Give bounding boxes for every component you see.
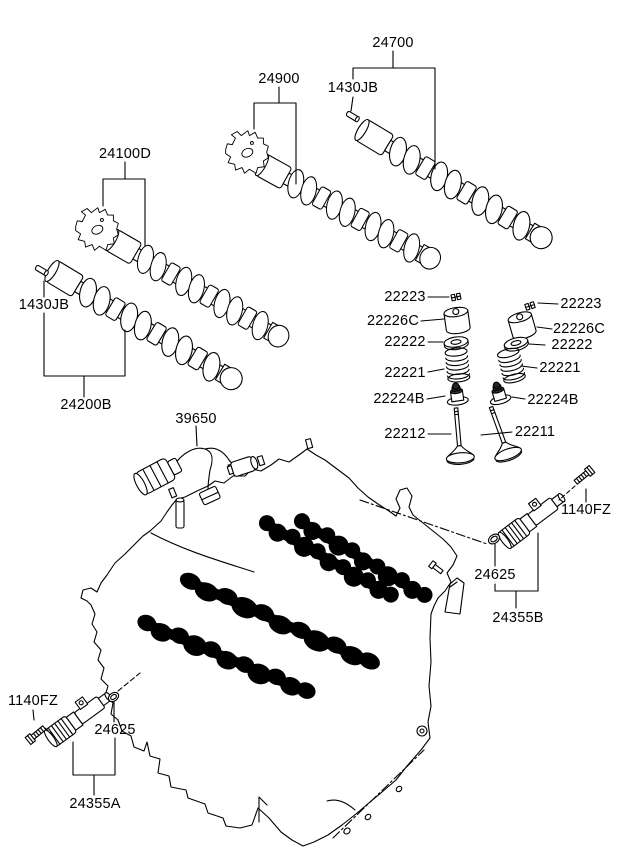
part-label-24700: 24700 <box>372 34 414 51</box>
leaders-left-column <box>420 296 452 435</box>
part-label-24625-left: 24625 <box>94 721 136 738</box>
camshaft-24200b-drawing <box>40 255 249 398</box>
bracket-24700 <box>350 50 436 170</box>
part-label-22211: 22211 <box>514 423 556 440</box>
valve-keeper-right <box>524 301 536 311</box>
part-label-24200b: 24200B <box>60 396 112 413</box>
stem-seal-right <box>484 378 513 408</box>
part-label-24625-right: 24625 <box>474 566 516 583</box>
exhaust-valve-22212 <box>441 406 476 467</box>
engine-block-outline <box>80 448 458 847</box>
part-label-24355b: 24355B <box>492 609 544 626</box>
engine-side-hole <box>416 725 428 737</box>
bracket-24100d <box>102 161 146 247</box>
dowel-pin-left <box>34 264 50 277</box>
part-label-1140fz-left: 1140FZ <box>7 692 59 709</box>
flange-bolt-hole <box>364 813 372 821</box>
part-label-22223-left: 22223 <box>384 288 426 305</box>
bolt-1140fz-right <box>572 464 596 487</box>
part-label-22212: 22212 <box>384 425 426 442</box>
cvvt-sprocket-24900 <box>225 130 269 174</box>
oil-control-valve-24355b <box>492 483 570 551</box>
leaders-right-column <box>480 302 559 436</box>
flange-bolt-hole <box>395 785 403 793</box>
spring-retainer-right <box>502 334 531 354</box>
part-label-22223-right: 22223 <box>560 295 602 312</box>
stem-seal-left <box>444 380 470 407</box>
ocv-mount-bolt <box>428 560 444 575</box>
dash-install-line-left <box>117 672 141 692</box>
part-label-22222-left: 22222 <box>384 333 426 350</box>
engine-inner-ridge <box>150 532 255 573</box>
valve-tappet-right <box>506 309 538 342</box>
harness-connector-round <box>226 456 259 477</box>
bracket-24355a <box>32 701 116 796</box>
part-label-22224b-left: 22224B <box>373 390 425 407</box>
dowel-pin-top <box>345 110 361 123</box>
harness-connector-large <box>133 457 183 496</box>
engine-oil-pipe <box>175 497 185 529</box>
dash-bolt-line-left <box>44 727 54 736</box>
dash-install-line-right <box>359 499 488 545</box>
ocv-mount-bracket-line <box>449 581 458 588</box>
oring-24625-left <box>107 691 120 703</box>
engine-stud <box>168 487 178 499</box>
part-label-22222-right: 22222 <box>551 336 593 353</box>
engine-side-hole-inner <box>419 728 425 734</box>
installed-camshaft-silhouette <box>287 508 437 611</box>
part-label-24100d: 24100D <box>99 145 151 162</box>
cvvt-sprocket-24100d <box>75 207 119 251</box>
bracket-24900 <box>253 86 297 185</box>
oring-24625-right <box>487 533 501 545</box>
engine-inner-bottom <box>326 799 356 811</box>
part-label-24355a: 24355A <box>69 795 121 812</box>
valve-spring-left <box>444 346 471 384</box>
part-label-24900: 24900 <box>258 70 300 87</box>
engine-stud <box>304 438 314 450</box>
dash-bolt-line-right <box>558 485 576 501</box>
part-label-1430jb-top: 1430JB <box>327 79 379 96</box>
flange-bolt-hole <box>343 827 351 835</box>
part-label-39650: 39650 <box>175 410 217 427</box>
part-label-1430jb-left: 1430JB <box>18 296 70 313</box>
engine-pan-notch <box>258 796 268 823</box>
part-label-22221-left: 22221 <box>384 364 426 381</box>
bolt-1140fz-left <box>24 723 48 746</box>
part-label-22221-right: 22221 <box>539 359 581 376</box>
valve-tappet-left <box>442 305 472 336</box>
part-label-22224b-right: 22224B <box>527 391 579 408</box>
harness-connector-small <box>198 485 221 506</box>
part-label-22226c-right: 22226C <box>553 320 605 337</box>
valve-keeper-left <box>450 292 462 302</box>
leader-39650 <box>195 425 198 447</box>
part-label-1140fz-right: 1140FZ <box>560 501 612 518</box>
engine-flange-dashline <box>332 749 425 839</box>
engine-stud <box>256 455 266 467</box>
part-label-22226c-left: 22226C <box>367 312 419 329</box>
bracket-24355b <box>494 488 587 609</box>
bracket-24200b <box>43 280 126 398</box>
camshaft-24100d-drawing <box>101 224 296 355</box>
